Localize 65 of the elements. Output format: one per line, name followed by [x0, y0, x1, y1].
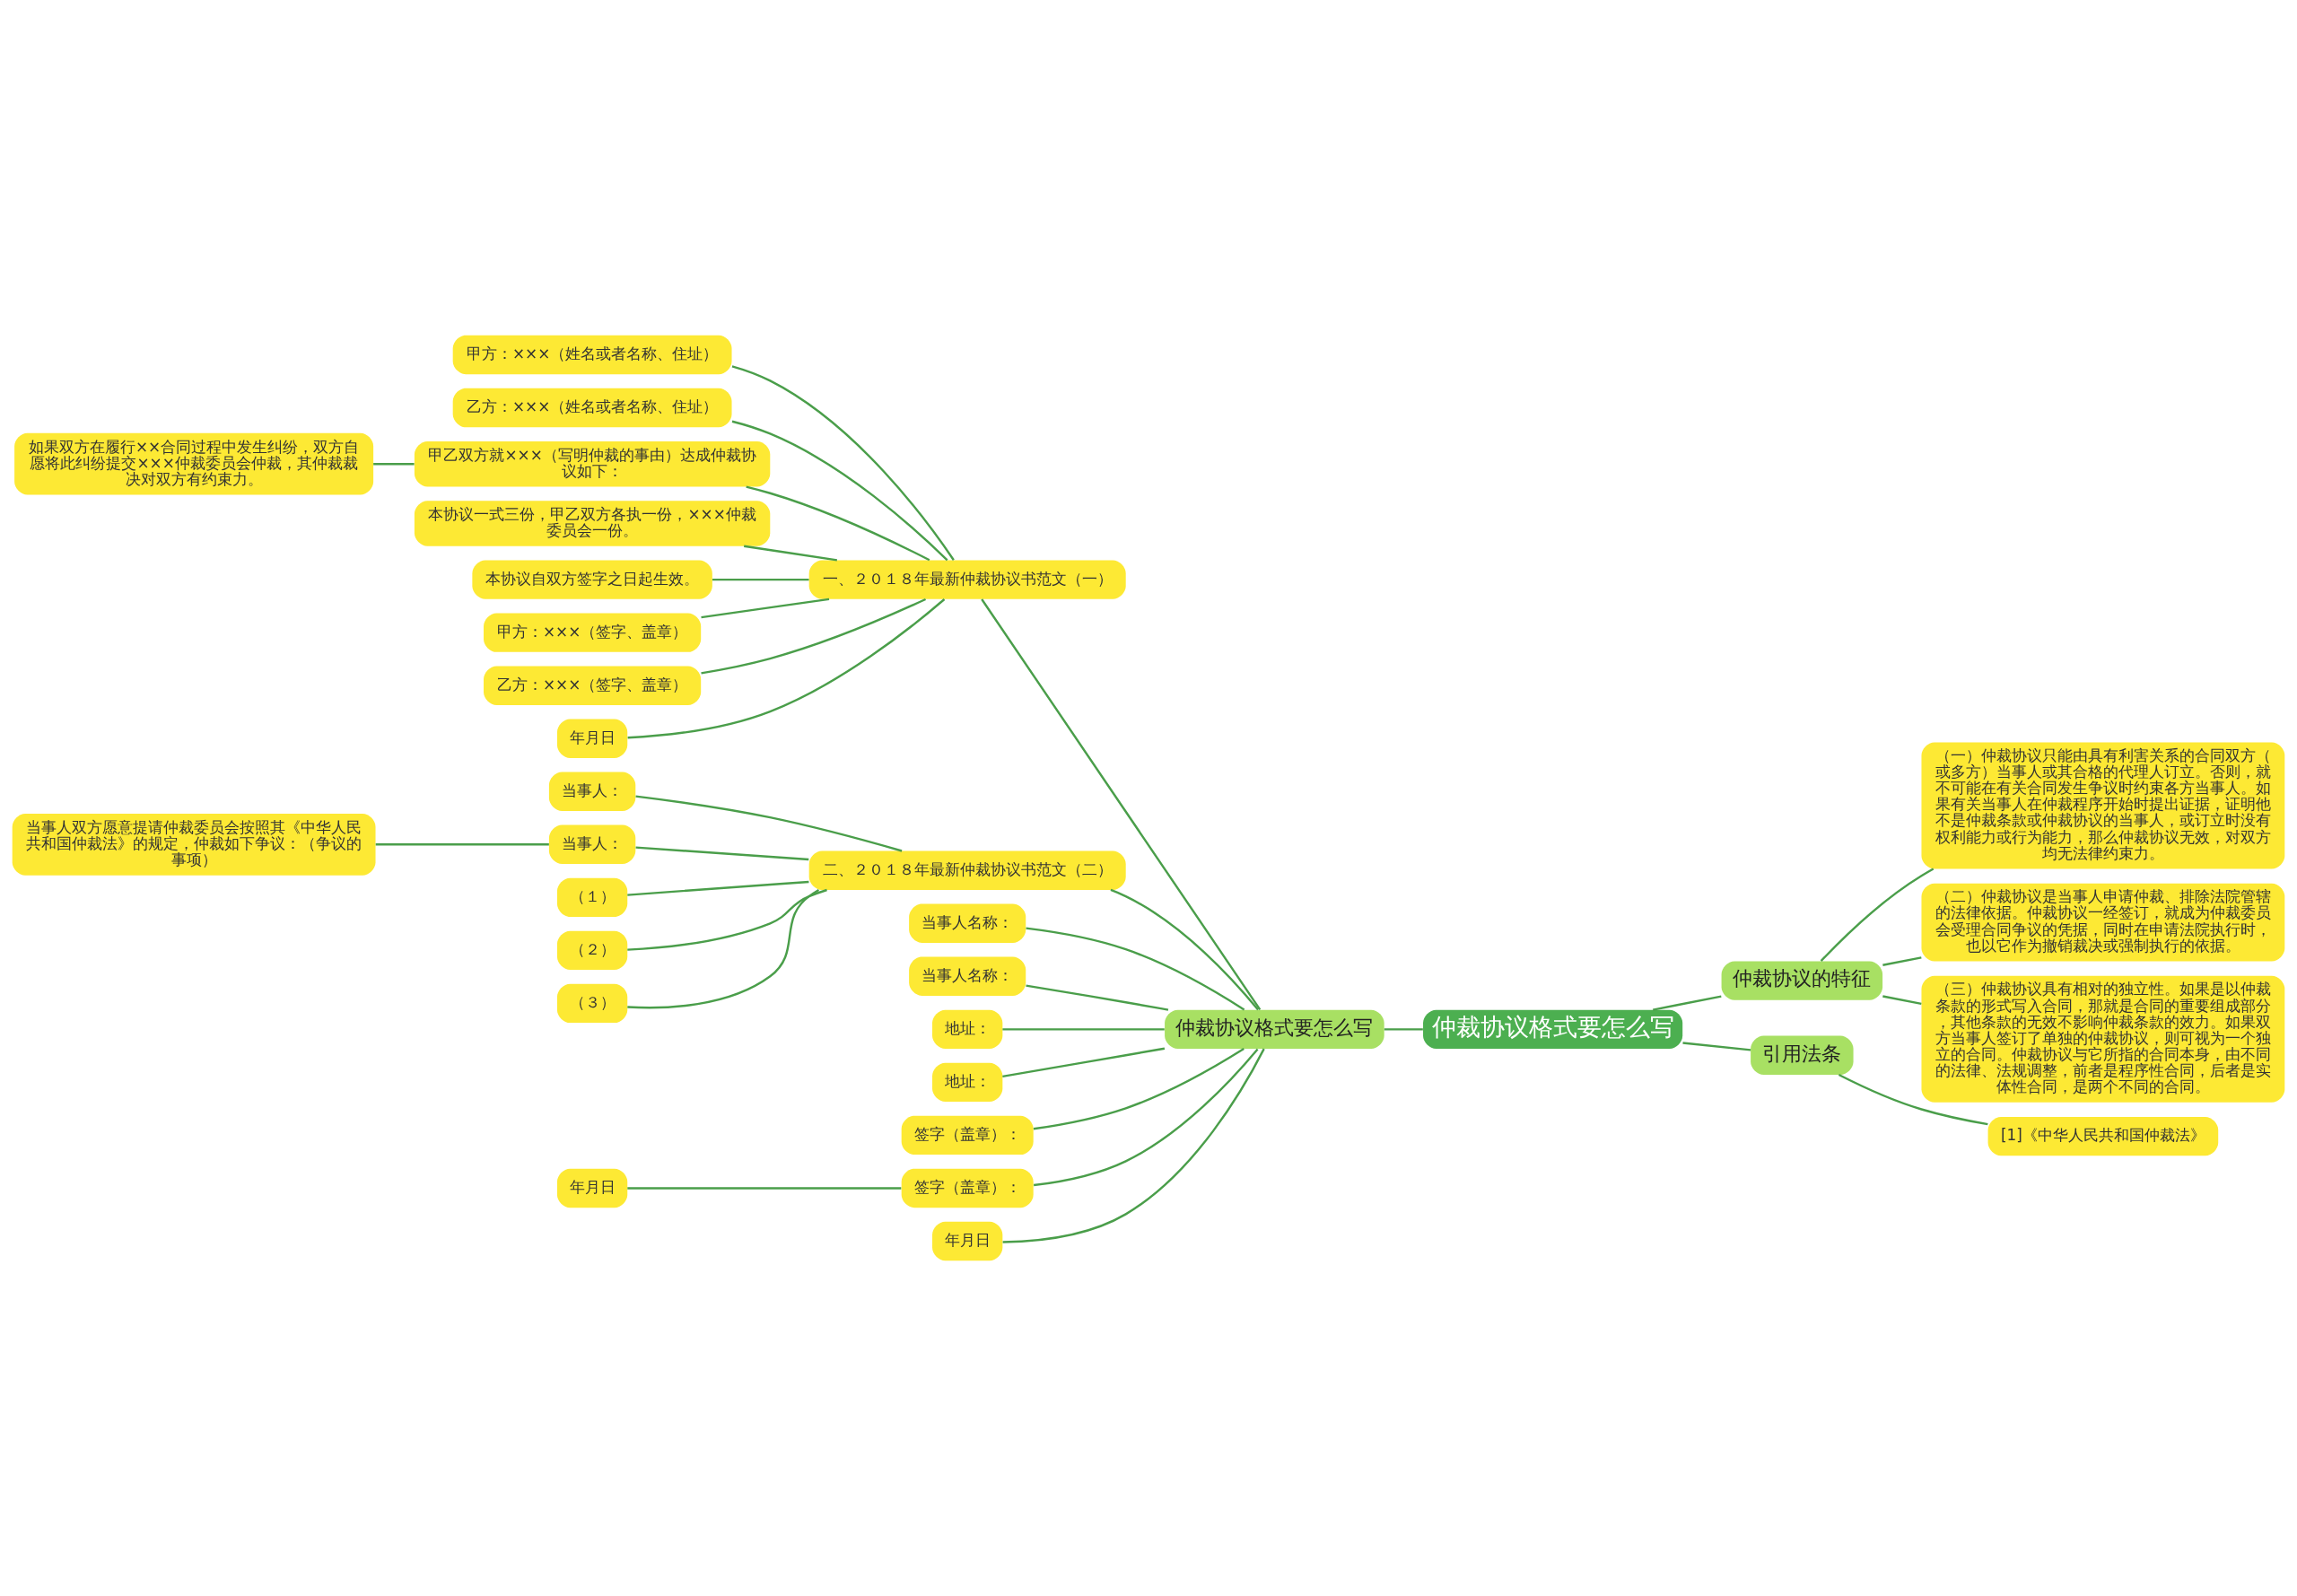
node-box: 年月日	[932, 1221, 1003, 1261]
connector	[1033, 1048, 1259, 1187]
connector	[731, 365, 955, 561]
node-box: 年月日	[556, 1168, 628, 1208]
connector	[1652, 995, 1722, 1011]
node-box: 当事人：	[548, 772, 636, 811]
connector	[1033, 1048, 1245, 1130]
node-box: 当事人名称：	[909, 903, 1026, 943]
connector	[1820, 868, 1935, 962]
connector	[1882, 995, 1922, 1006]
node-box: 二、２０１８年最新仲裁协议书范文（二）	[808, 850, 1126, 890]
node-box: 仲裁协议格式要怎么写	[1423, 1009, 1683, 1050]
connector	[627, 880, 809, 896]
node-box: （２）	[556, 930, 628, 971]
node-box: 本协议一式三份，甲乙双方各执一份，×××仲裁委员会一份。	[414, 501, 771, 546]
connector	[731, 420, 948, 562]
connector	[712, 578, 809, 581]
node-box: 本协议自双方签字之日起生效。	[472, 560, 712, 599]
node-box: 当事人双方愿意提请仲裁委员会按照其《中华人民共和国仲裁法》的规定，仲裁如下争议：（争议的事项）	[12, 813, 376, 876]
node-box: 甲方：×××（姓名或者名称、住址）	[452, 335, 732, 375]
node-box: 签字（盖章）：	[901, 1115, 1034, 1156]
node-box: （３）	[556, 983, 628, 1024]
connector	[1682, 1042, 1751, 1051]
connector	[1882, 956, 1922, 966]
connector	[627, 598, 946, 739]
node-box: 乙方：×××（签字、盖章）	[484, 666, 702, 705]
connector	[373, 463, 415, 466]
node-box: （１）	[556, 877, 628, 918]
node-box: 一、２０１８年最新仲裁协议书范文（一）	[808, 560, 1126, 599]
connector	[744, 545, 838, 562]
node-box: 引用法条	[1751, 1035, 1854, 1075]
connector	[1384, 1028, 1423, 1031]
node-box: 地址：	[932, 1009, 1003, 1050]
connector	[627, 888, 827, 951]
node-box: （二）仲裁协议是当事人申请仲裁、排除法院管辖的法律依据。仲裁协议一经签订，就成为仲裁委员会受理合同争议的凭据，同时在申请法院执行时，也以它作为撤销裁决或强制执行的依据。	[1921, 883, 2285, 962]
node-box: 如果双方在履行××合同过程中发生纠纷，双方自愿将此纠纷提交×××仲裁委员会仲裁，其仲裁裁决对双方有约束力。	[14, 432, 374, 495]
connector	[1026, 927, 1245, 1011]
node-box: 乙方：×××（姓名或者名称、住址）	[452, 388, 732, 428]
node-box: 甲乙双方就×××（写明仲裁的事由）达成仲裁协议如下：	[414, 440, 771, 487]
connector	[627, 888, 820, 1009]
connector	[1002, 1048, 1265, 1243]
connector	[1002, 1047, 1166, 1078]
node-box: 仲裁协议格式要怎么写	[1165, 1009, 1384, 1050]
connector	[701, 597, 927, 675]
node-box: 当事人：	[548, 824, 636, 864]
connector	[1026, 984, 1169, 1011]
node-box: 地址：	[932, 1062, 1003, 1103]
node-box: [1]《中华人民共和国仲裁法》	[1987, 1116, 2219, 1156]
connector	[701, 597, 830, 619]
connector	[635, 846, 809, 861]
connector	[746, 485, 930, 562]
node-box: 年月日	[556, 719, 628, 758]
connector	[1110, 888, 1260, 1011]
node-box: 签字（盖章）：	[901, 1168, 1034, 1208]
connector	[981, 598, 1262, 1011]
node-box: （一）仲裁协议只能由具有利害关系的合同双方（或多方）当事人或其合格的代理人订立。否则，就不可能在有关合同发生争议时约束各方当事人。如果有关当事人在仲裁程序开始时提出证据，证明他不是仲裁条款或仲裁协议的当事人，或订立时没有权利能力或行为能力，那么仲裁协议无效，对双方均无法律约束力。	[1921, 742, 2285, 869]
node-box: 甲方：×××（签字、盖章）	[484, 613, 702, 652]
connector	[635, 795, 903, 852]
connector	[1838, 1073, 1988, 1126]
node-box: 仲裁协议的特征	[1721, 961, 1883, 1000]
connector	[1002, 1028, 1165, 1031]
node-box: （三）仲裁协议具有相对的独立性。如果是以仲裁条款的形式写入合同，那就是合同的重要组成部分，其他条款的无效不影响仲裁条款的效力。如果双方当事人签订了单独的仲裁协议，则可视为一个独立的合同。仲裁协议与它所指的合同本身，由不同的法律、法规调整，前者是程序性合同，后者是实体性合同，是两个不同的合同。	[1921, 975, 2285, 1103]
connector	[375, 843, 549, 846]
node-box: 当事人名称：	[909, 956, 1026, 996]
connector	[627, 1187, 902, 1190]
